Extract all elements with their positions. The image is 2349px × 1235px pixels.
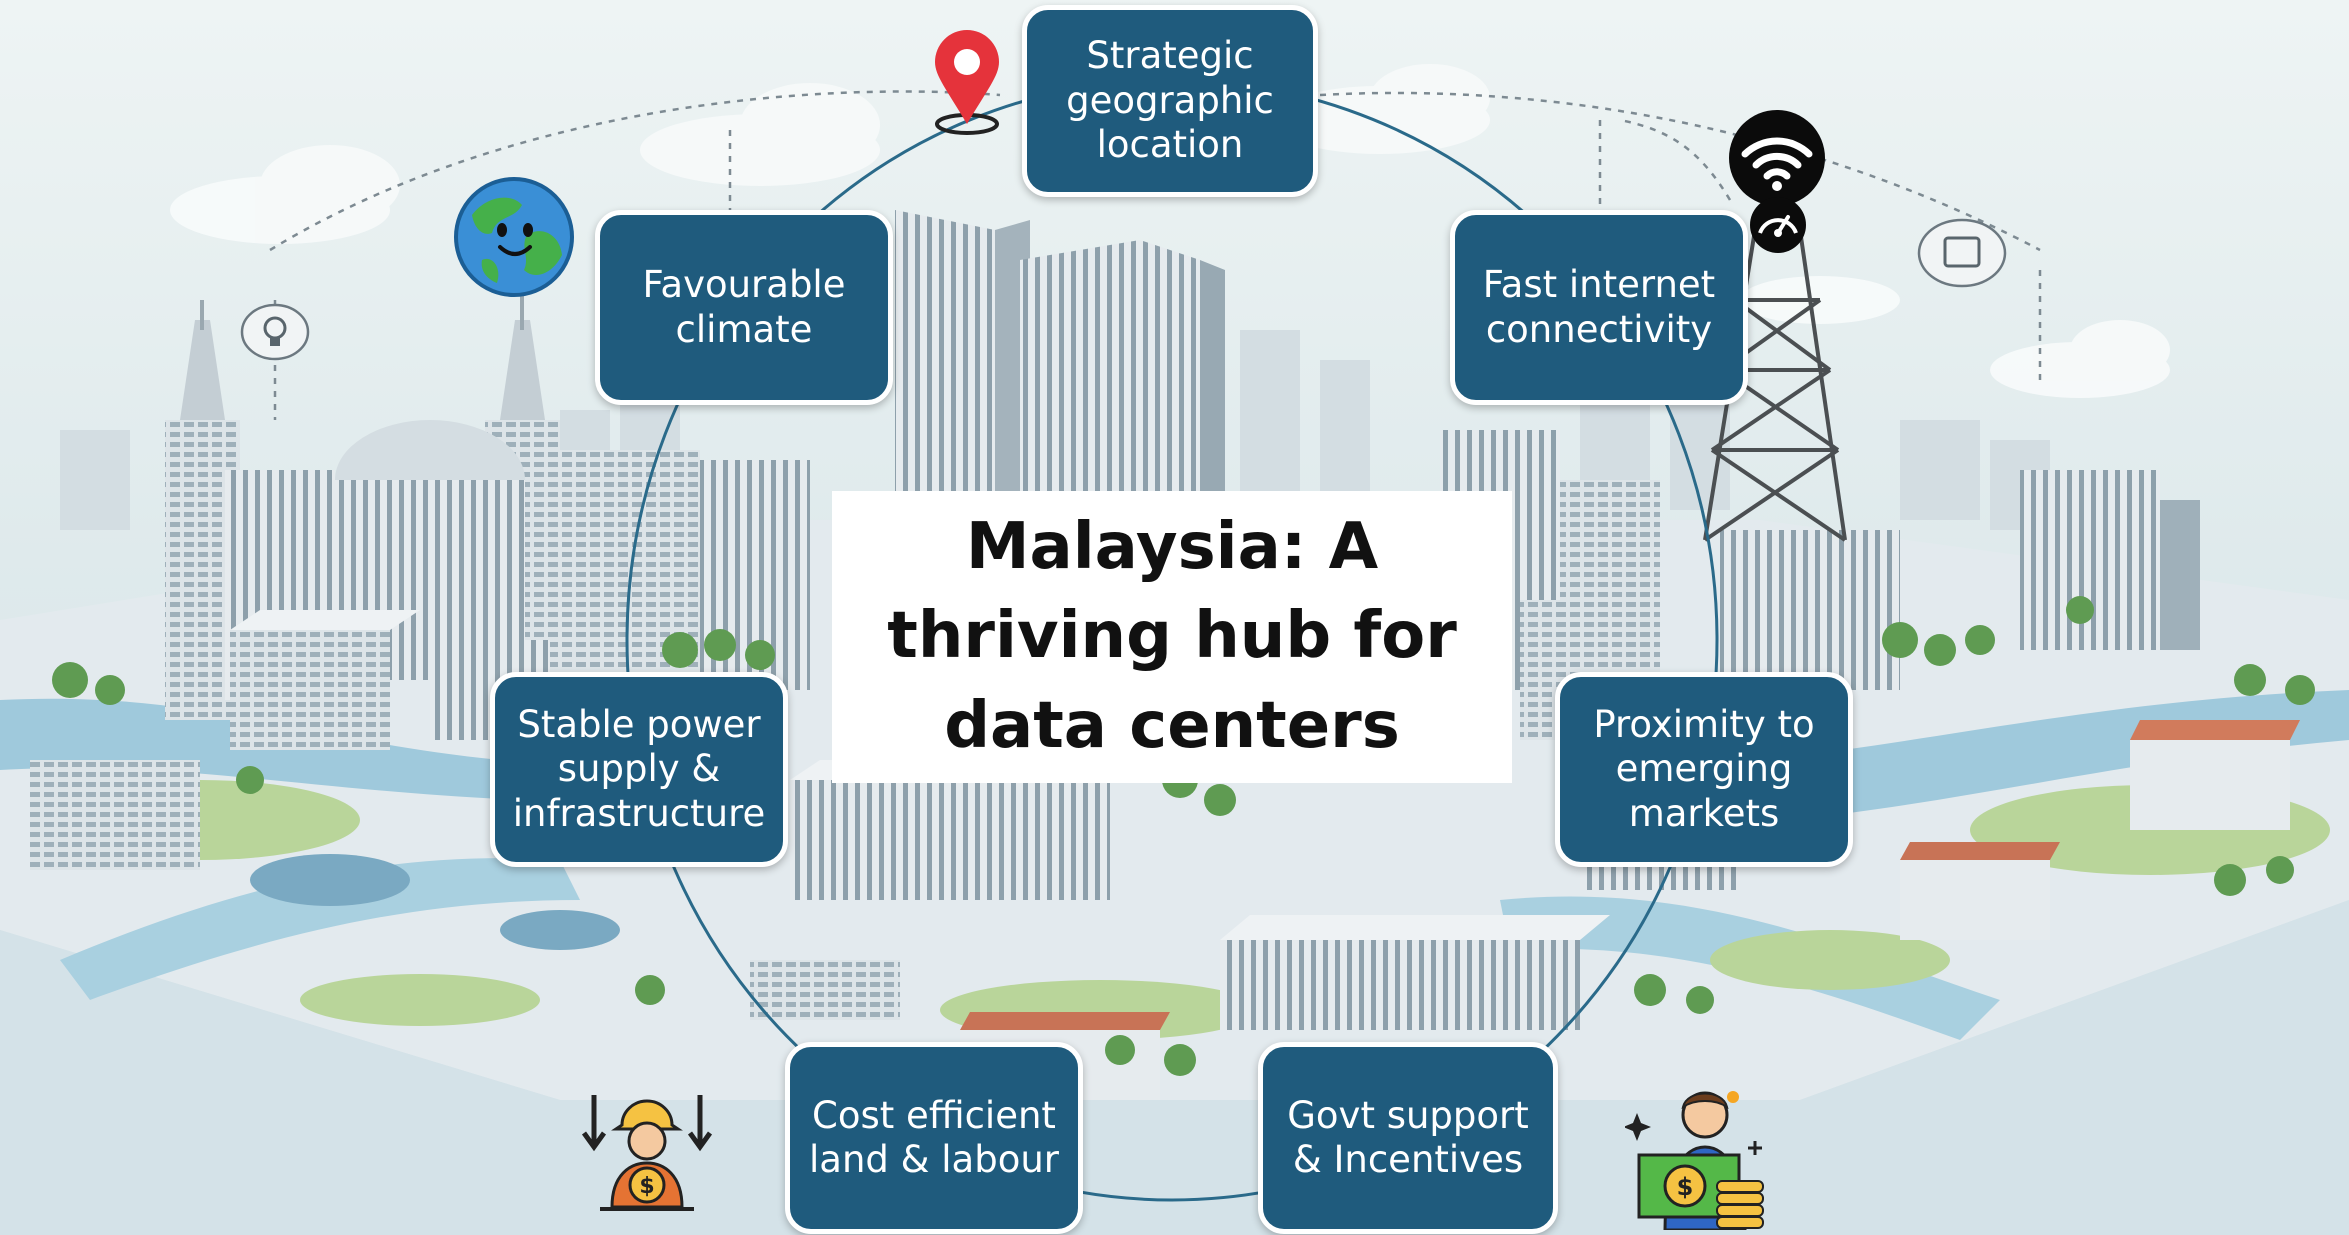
factor-fast-internet: Fast internet connectivity	[1450, 210, 1748, 405]
central-title-box: Malaysia: A thriving hub for data center…	[832, 491, 1512, 783]
svg-text:$: $	[639, 1174, 654, 1199]
worker-coin-icon: $	[581, 1095, 713, 1211]
wifi-icon	[1729, 110, 1825, 206]
globe-face-icon	[454, 177, 574, 297]
diagram-title: Malaysia: A thriving hub for data center…	[887, 509, 1457, 763]
tablet-icon	[1917, 218, 2007, 288]
businessman-money-icon: $	[1625, 1091, 1764, 1230]
factor-label: Fast internet connectivity	[1482, 263, 1716, 351]
lightbulb-icon	[240, 303, 310, 361]
factor-cost-efficient: Cost efficient land & labour	[785, 1042, 1083, 1234]
factor-govt-support: Govt support & Incentives	[1258, 1042, 1558, 1234]
svg-text:$: $	[1677, 1173, 1694, 1201]
factor-label: Proximity to emerging markets	[1593, 702, 1815, 835]
factor-strategic-location: Strategic geographic location	[1022, 5, 1318, 197]
factor-favourable-climate: Favourable climate	[595, 210, 893, 405]
speedometer-icon	[1750, 197, 1806, 253]
factor-label: Stable power supply & infrastructure	[512, 702, 766, 835]
map-pin-icon	[935, 30, 999, 135]
factor-stable-power: Stable power supply & infrastructure	[490, 672, 788, 867]
factor-label: Favourable climate	[642, 263, 846, 351]
factor-emerging-markets: Proximity to emerging markets	[1555, 672, 1853, 867]
factor-label: Govt support & Incentives	[1287, 1093, 1529, 1181]
factor-label: Strategic geographic location	[1066, 34, 1274, 167]
factor-label: Cost efficient land & labour	[808, 1093, 1059, 1181]
